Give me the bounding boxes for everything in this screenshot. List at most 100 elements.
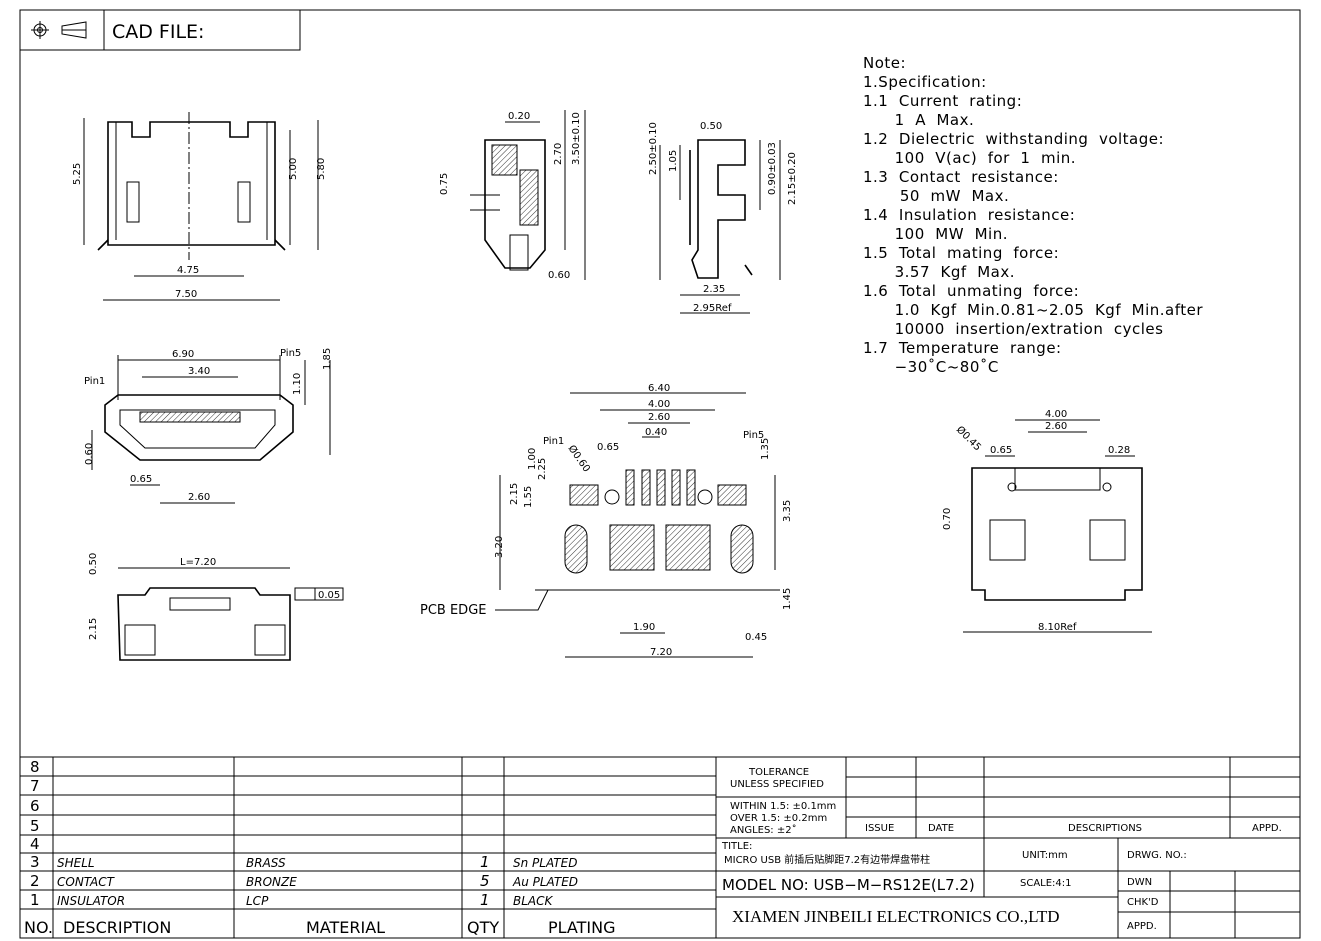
dimension-label: 2.60: [1045, 421, 1067, 432]
dimension-label: 1.45: [782, 588, 793, 610]
dimension-label: 1.90: [633, 622, 655, 633]
dimension-label: 7.50: [175, 289, 197, 300]
dimension-label: WITHIN 1.5: ±0.1mm: [730, 801, 836, 812]
dimension-label: UNIT:mm: [1022, 850, 1068, 861]
dimension-label: 2.95Ref: [693, 303, 732, 314]
dimension-label: 2.25: [537, 458, 548, 480]
bom-qty: 5: [480, 872, 490, 890]
dimension-label: 5.00: [288, 158, 299, 180]
dimension-label: ISSUE: [865, 823, 894, 834]
note-line: 100 V(ac) for 1 min.: [863, 149, 1076, 167]
dimension-label: 8.10Ref: [1038, 622, 1077, 633]
title-text: MICRO USB 前插后贴脚距7.2有边带焊盘带柱: [724, 853, 930, 866]
drawing-line: [495, 589, 549, 611]
drawing-line: [169, 597, 231, 611]
note-line: 50 mW Max.: [863, 187, 1009, 205]
dimension-label: DATE: [928, 823, 954, 834]
bom-plating: Au PLATED: [512, 875, 578, 889]
dimension-label: 1.00: [527, 448, 538, 470]
dimension-label: 2.35: [703, 284, 725, 295]
drawing-line: [254, 624, 286, 656]
bom-desc: CONTACT: [57, 875, 116, 889]
bom-header-no: NO.: [24, 918, 53, 937]
drawing-line: [97, 239, 286, 251]
note-line: 1.2 Dielectric withstanding voltage:: [863, 130, 1164, 148]
note-line: 1.1 Current rating:: [863, 92, 1022, 110]
dimension-label: 3.50±0.10: [571, 112, 582, 165]
drawing-line: [656, 469, 666, 506]
bom-qty: 1: [480, 853, 490, 871]
bom-material: BRASS: [246, 856, 286, 870]
drawing-line: [119, 409, 276, 449]
note-line: 10000 insertion/extration cycles: [863, 320, 1163, 338]
bom-no: 2: [30, 872, 40, 890]
rear-view: 4.00 2.60 Ø0.45 0.65 0.28 0.70 8.10Ref: [942, 409, 1152, 633]
bom-header-material: MATERIAL: [306, 918, 385, 937]
dimension-label: ANGLES: ±2˚: [730, 824, 797, 836]
drawing-line: [691, 139, 746, 279]
model-number: MODEL NO: USB−M−RS12E(L7.2): [722, 876, 975, 894]
drawing-line: [237, 181, 251, 223]
drawing-line: [1014, 467, 1101, 491]
dimension-label: 6.90: [172, 349, 194, 360]
note-line: 1.3 Contact resistance:: [863, 168, 1059, 186]
drawing-line: [971, 467, 1143, 601]
drawing-line: [604, 489, 620, 505]
dimension-label: 2.60: [648, 412, 670, 423]
note-line: 1.Specification:: [863, 73, 987, 91]
front-view: 5.25 5.00 5.80 4.75 7.50: [72, 112, 327, 301]
dimension-label: 1.85: [322, 348, 333, 370]
dimension-label: 3.40: [188, 366, 210, 377]
bom-header-desc: DESCRIPTION: [63, 918, 171, 937]
dimension-label: 0.28: [1108, 445, 1130, 456]
dimension-label: 1.55: [523, 486, 534, 508]
cad-file-label: CAD FILE:: [112, 21, 204, 43]
cad-file-header: CAD FILE:: [19, 9, 301, 51]
company-name: XIAMEN JINBEILI ELECTRONICS CO.,LTD: [732, 907, 1060, 926]
bom-plating: Sn PLATED: [513, 856, 577, 870]
bom-no: 7: [30, 777, 40, 795]
drawing-line: [686, 469, 696, 506]
side-section-view: 0.20 0.75 2.70 3.50±0.10 0.60: [439, 110, 586, 281]
dimension-label: Pin1: [84, 376, 105, 387]
first-angle-projection-icon: [31, 21, 87, 39]
bottom-view: L=7.20 0.50 2.15 0.05: [88, 553, 344, 661]
drawing-line: [989, 519, 1026, 561]
dimension-label: 0.65: [130, 474, 152, 485]
title-block: TOLERANCE UNLESS SPECIFIED WITHIN 1.5: ±…: [715, 756, 1300, 938]
note-line: 1.0 Kgf Min.0.81~2.05 Kgf Min.after: [863, 301, 1203, 319]
dimension-label: 7.20: [650, 647, 672, 658]
drawing-line: [107, 121, 276, 246]
dimension-label: 2.60: [188, 492, 210, 503]
dimension-label: 0.90±0.03: [767, 142, 778, 195]
dimension-label: L=7.20: [180, 557, 216, 568]
dimension-label: 3.20: [494, 536, 505, 558]
dimension-label: 2.15: [88, 618, 99, 640]
note-line: 100 MW Min.: [863, 225, 1008, 243]
drawing-line: [689, 150, 753, 276]
dimension-label: 0.45: [745, 632, 767, 643]
dimension-label: 0.60: [548, 270, 570, 281]
drawing-line: [665, 524, 711, 571]
note-line: 3.57 Kgf Max.: [863, 263, 1015, 281]
dimension-label: 4.00: [1045, 409, 1067, 420]
dimension-label: 6.40: [648, 383, 670, 394]
bom-desc: SHELL: [57, 856, 95, 870]
dimension-label: 0.20: [508, 111, 530, 122]
dimension-label: 0.40: [645, 427, 667, 438]
dimension-label: DWN: [1127, 877, 1152, 888]
dimension-label: Ø0.45: [954, 424, 984, 454]
dimension-label: 4.00: [648, 399, 670, 410]
bom-no: 8: [30, 758, 40, 776]
drawing-line: [519, 169, 539, 226]
dimension-label: TOLERANCE: [748, 767, 809, 778]
bom-qty: 1: [480, 891, 490, 909]
dimension-label: 0.60: [84, 443, 95, 465]
drawing-line: [609, 524, 655, 571]
dimension-label: 0.70: [942, 508, 953, 530]
dimension-label: Ø0.60: [566, 443, 593, 475]
dimension-label: DESCRIPTIONS: [1068, 823, 1142, 834]
dimension-label: APPD.: [1127, 921, 1157, 932]
drawing-line: [1007, 482, 1017, 492]
